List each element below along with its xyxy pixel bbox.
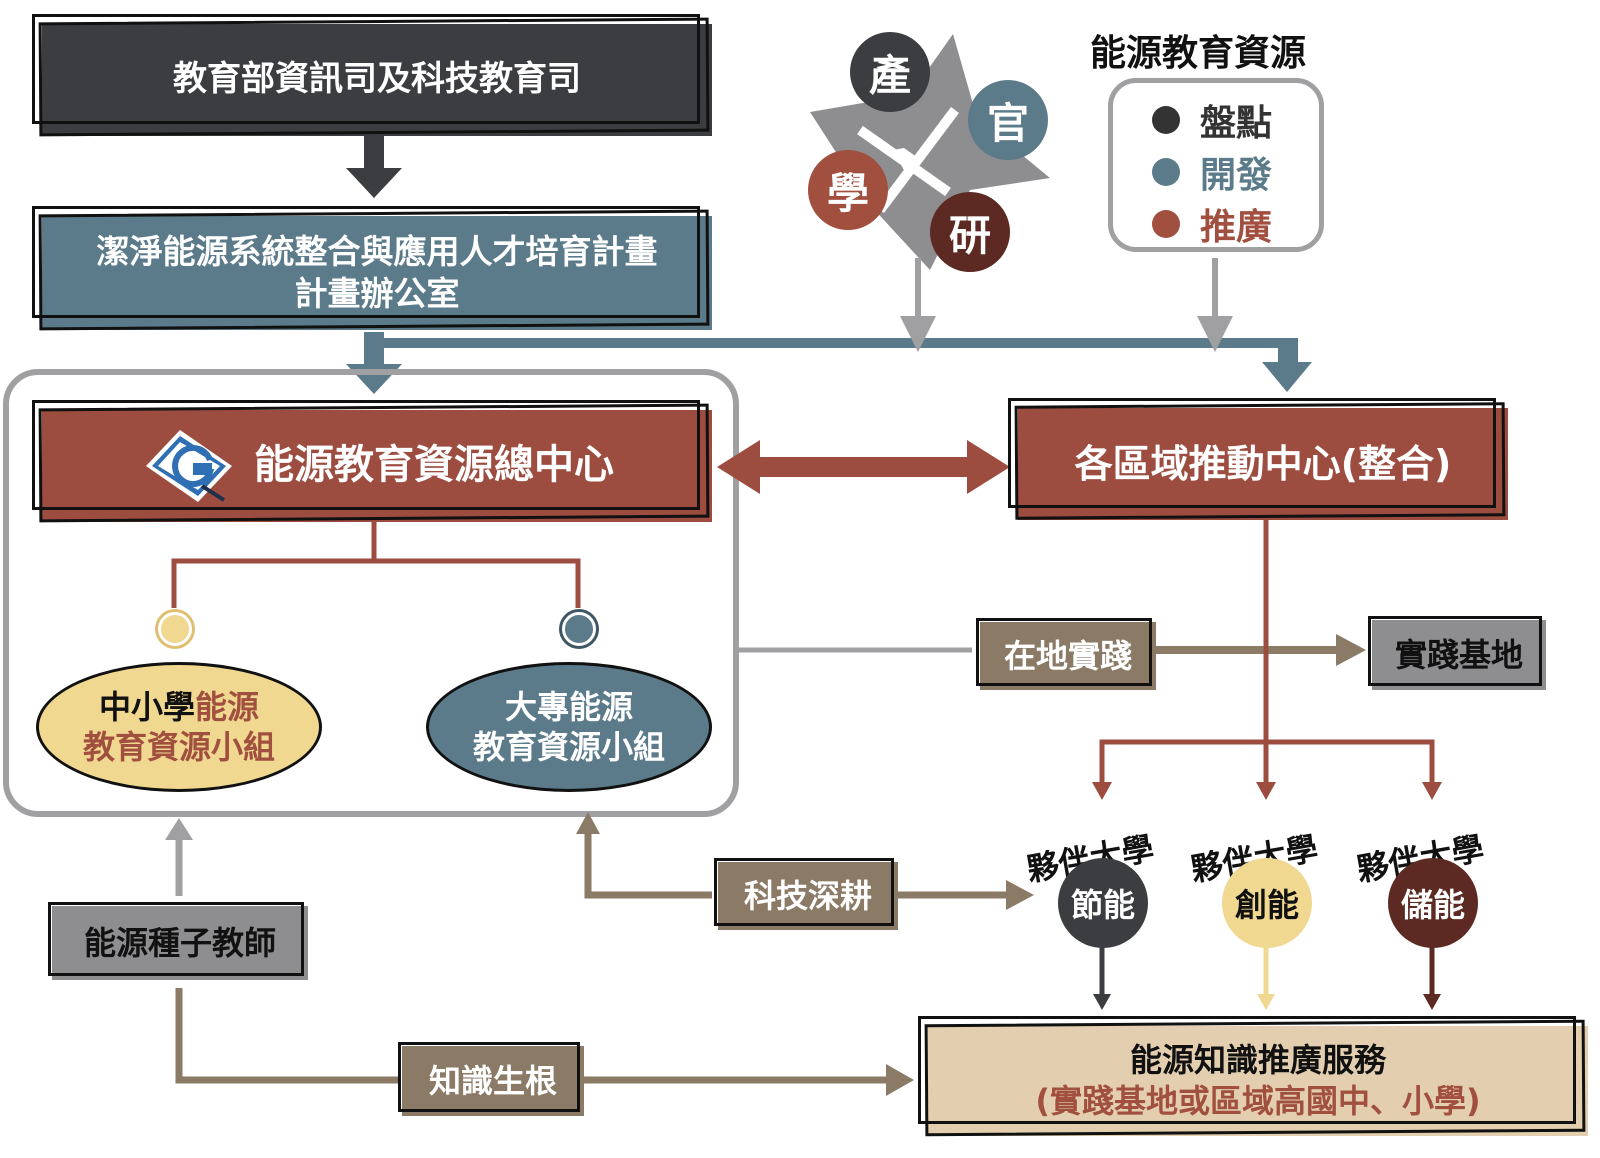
- knowledge-root-box: 知識生根: [398, 1042, 584, 1116]
- local-practice-box: 在地實踐: [976, 618, 1156, 690]
- knowledge-service-box: 能源知識推廣服務 (實踐基地或區域高國中、小學): [918, 1016, 1588, 1137]
- legend-label-promote: 推廣: [1200, 207, 1273, 248]
- ministry-box: 教育部資訊司及科技教育司: [32, 14, 712, 137]
- program-office-box: 潔淨能源系統整合與應用人才培育計畫 計畫辦公室: [32, 206, 712, 331]
- k12-group-part2: 能源: [195, 688, 260, 726]
- quad-government: 官: [968, 80, 1048, 160]
- arrow-ministry-program-head: [346, 168, 402, 198]
- seed-teacher-label: 能源種子教師: [83, 923, 276, 962]
- arrow-ministry-program-shaft: [364, 135, 384, 171]
- service-line2: (實踐基地或區域高國中、小學): [1035, 1082, 1481, 1120]
- legend-item-develop: 開發: [1152, 146, 1272, 198]
- bidirectional-arrow-right-head: [967, 440, 1010, 494]
- center-logo-icon: [146, 430, 232, 502]
- univ-connector-dot: [562, 612, 596, 646]
- partner-1-down-arrow: [1093, 994, 1111, 1010]
- partner-3-circle: 儲能: [1388, 858, 1478, 948]
- univ-resource-group: 大專能源 教育資源小組: [426, 662, 712, 792]
- regional-tree-lines: [1099, 520, 1435, 785]
- center-group-outline: [3, 369, 739, 817]
- legend-item-promote: 推廣: [1152, 198, 1272, 250]
- program-to-regional-line: [384, 338, 1283, 348]
- legend-dot-inventory: [1152, 106, 1180, 134]
- k12-resource-group: 中小學能源 教育資源小組: [36, 662, 322, 792]
- program-label-line1: 潔淨能源系統整合與應用人才培育計畫: [96, 231, 658, 271]
- ministry-label: 教育部資訊司及科技教育司: [173, 59, 581, 100]
- k12-group-line2: 教育資源小組: [82, 728, 275, 766]
- legend-title: 能源教育資源: [1090, 33, 1307, 74]
- legend-dot-develop: [1152, 158, 1180, 186]
- tech-deep-label: 科技深耕: [743, 876, 872, 915]
- arrow-program-center-shaft: [364, 332, 384, 368]
- regional-arrow-1: [1092, 782, 1112, 800]
- tech-deep-arrowhead: [1006, 880, 1034, 910]
- partner-2-down-arrow: [1257, 994, 1275, 1010]
- tech-deep-up-arrow: [576, 812, 600, 834]
- quad-academia: 學: [808, 150, 888, 230]
- regional-center-label: 各區域推動中心(整合): [1074, 441, 1452, 486]
- partner-3-down-arrow: [1423, 994, 1441, 1010]
- partner-1-circle: 節能: [1058, 858, 1148, 948]
- bidirectional-arrow-left-head: [717, 440, 760, 494]
- local-practice-label: 在地實踐: [1003, 636, 1132, 675]
- partner-2-circle: 創能: [1222, 858, 1312, 948]
- knowledge-root-arrowhead: [886, 1064, 914, 1096]
- tech-deep-left-line: [584, 832, 712, 899]
- local-practice-arrowhead: [1336, 634, 1366, 666]
- center-tree-lines: [171, 518, 581, 608]
- knowledge-root-label: 知識生根: [428, 1061, 557, 1100]
- legend-label-develop: 開發: [1200, 155, 1273, 196]
- quad-research: 研: [930, 192, 1010, 272]
- legend-item-inventory: 盤點: [1152, 94, 1272, 146]
- k12-group-part1: 中小學: [98, 688, 195, 726]
- resource-center-box: 能源教育資源總中心: [32, 400, 712, 523]
- knowledge-root-left-line: [175, 988, 398, 1084]
- tech-deep-box: 科技深耕: [714, 858, 898, 930]
- seed-teacher-up-arrow: [165, 818, 193, 840]
- univ-group-line1: 大專能源: [504, 688, 633, 726]
- resource-center-label: 能源教育資源總中心: [254, 442, 614, 489]
- legend-label-inventory: 盤點: [1200, 103, 1273, 144]
- quad-star-shape: [810, 34, 1050, 270]
- bidirectional-arrow-shaft: [745, 457, 981, 477]
- univ-group-line2: 教育資源小組: [472, 728, 665, 766]
- seed-teacher-box: 能源種子教師: [48, 902, 308, 980]
- arrow-program-center-head: [346, 364, 402, 394]
- program-label-line2: 計畫辦公室: [294, 274, 460, 313]
- legend-box: [1108, 78, 1324, 252]
- practice-base-label: 實踐基地: [1394, 635, 1523, 674]
- legend-dot-promote: [1152, 210, 1180, 238]
- regional-arrow-3: [1422, 782, 1442, 800]
- k12-connector-dot: [158, 612, 192, 646]
- regional-arrow-2: [1256, 782, 1276, 800]
- practice-base-box: 實踐基地: [1368, 616, 1546, 690]
- regional-center-box: 各區域推動中心(整合): [1008, 398, 1508, 520]
- arrow-regional-head: [1262, 362, 1312, 392]
- quad-industry: 產: [850, 32, 930, 112]
- service-line1: 能源知識推廣服務: [1129, 1041, 1386, 1080]
- arrow-regional-shaft: [1278, 338, 1298, 364]
